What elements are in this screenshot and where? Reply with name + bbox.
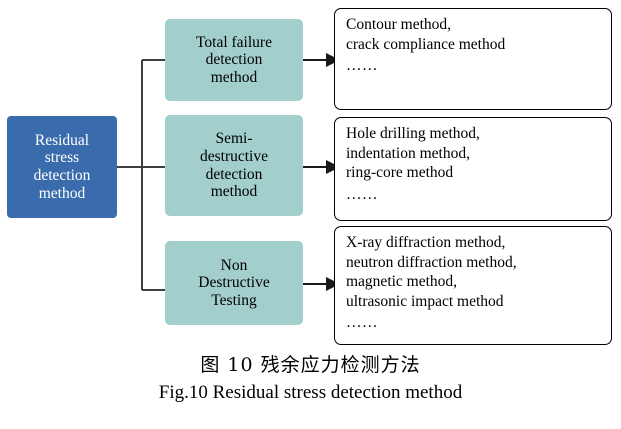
detail-line: ultrasonic impact method xyxy=(346,292,504,310)
category-node-label: Total failure detection method xyxy=(165,34,303,87)
detail-line: magnetic method, xyxy=(346,273,458,291)
category-node-label: Non Destructive Testing xyxy=(165,257,303,310)
category-node-line: detection xyxy=(205,165,263,183)
detail-box-non-destructive-methods[interactable]: X-ray diffraction method, neutron diffra… xyxy=(334,226,612,345)
detail-box-total-failure-methods[interactable]: Contour method, crack compliance method … xyxy=(334,8,612,110)
root-node-line: stress xyxy=(44,149,80,167)
category-node-line: method xyxy=(210,183,258,201)
figure-caption-english: Fig.10 Residual stress detection method xyxy=(158,381,463,403)
detail-ellipsis: …… xyxy=(346,57,378,75)
detail-box-semi-destructive-methods[interactable]: Hole drilling method, indentation method… xyxy=(334,117,612,221)
category-node-non-destructive-testing[interactable]: Non Destructive Testing xyxy=(165,241,303,325)
detail-line: ring-core method xyxy=(346,164,454,182)
connector-lines xyxy=(117,53,340,291)
category-node-semi-destructive-detection-method[interactable]: Semi- destructive detection method xyxy=(165,115,303,216)
detail-box-text: Hole drilling method, indentation method… xyxy=(335,118,611,204)
root-node-line: detection xyxy=(33,167,91,184)
arrow-head-3 xyxy=(326,277,340,291)
figure-caption: 图 10 残余应力检测方法 Fig.10 Residual stress det… xyxy=(0,352,621,405)
category-node-line: method xyxy=(210,68,258,86)
category-node-label: Semi- destructive detection method xyxy=(165,130,303,201)
category-node-line: destructive xyxy=(199,147,268,165)
category-node-total-failure-detection-method[interactable]: Total failure detection method xyxy=(165,19,303,101)
root-node-residual-stress-detection-method[interactable]: Residual stress detection method xyxy=(7,116,117,218)
category-node-line: detection xyxy=(205,51,263,69)
category-node-line: Testing xyxy=(211,291,257,309)
detail-line: X-ray diffraction method, xyxy=(346,234,506,251)
figure-caption-chinese: 图 10 残余应力检测方法 xyxy=(200,354,421,376)
detail-box-text: Contour method, crack compliance method … xyxy=(335,9,611,76)
category-node-line: Non xyxy=(220,256,248,274)
detail-ellipsis: …… xyxy=(346,314,378,332)
detail-ellipsis: …… xyxy=(346,185,378,203)
arrow-head-2 xyxy=(326,160,340,174)
detail-line: neutron diffraction method, xyxy=(346,253,517,271)
arrow-head-1 xyxy=(326,53,340,67)
detail-box-text: X-ray diffraction method, neutron diffra… xyxy=(335,227,611,333)
category-node-line: Total failure xyxy=(196,33,272,51)
detail-line: Contour method, xyxy=(346,16,452,33)
residual-stress-flowchart: Residual stress detection method Total f… xyxy=(7,8,612,345)
root-node-line: method xyxy=(38,184,86,202)
root-node-label: Residual stress detection method xyxy=(7,132,117,203)
detail-line: indentation method, xyxy=(346,144,470,162)
root-node-line: Residual xyxy=(34,131,90,149)
category-node-line: Semi- xyxy=(215,130,253,148)
detail-line: Hole drilling method, xyxy=(346,125,480,142)
detail-line: crack compliance method xyxy=(346,35,506,53)
category-node-line: Destructive xyxy=(198,274,270,292)
